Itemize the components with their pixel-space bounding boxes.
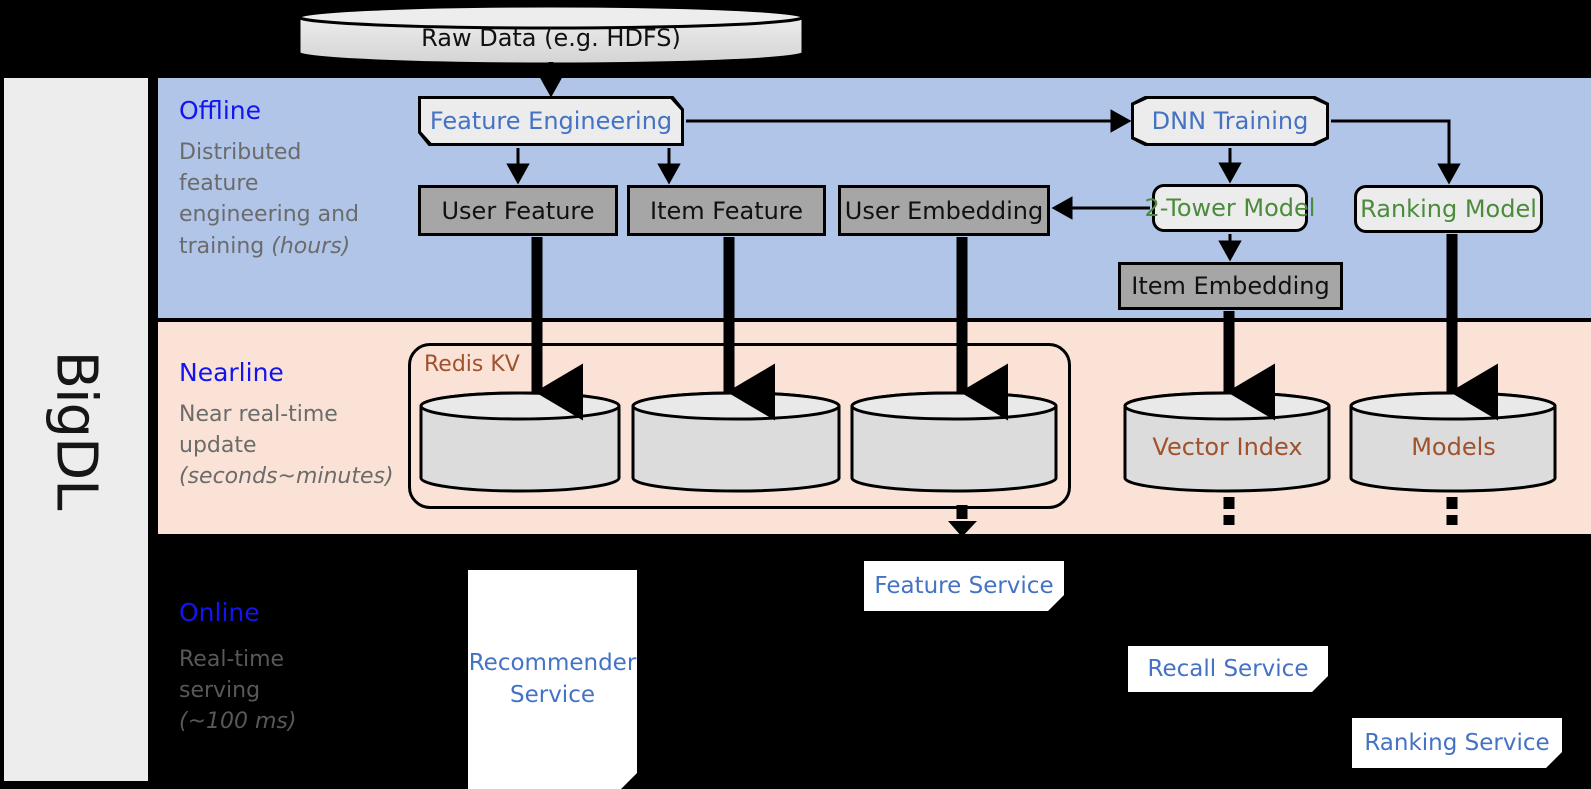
- band-title-nearline: Nearline: [179, 358, 284, 387]
- nearline-desc-l2: update: [179, 433, 257, 459]
- recommender-service-label: Recommender Service: [468, 650, 637, 708]
- offline-desc-l4: training: [179, 233, 272, 259]
- online-desc-italic: (~100 ms): [179, 709, 297, 735]
- bigdl-platform-rail: BigDL: [4, 78, 148, 781]
- raw-data-cylinder: [296, 4, 806, 66]
- dnn-training-label: DNN Training: [1134, 99, 1326, 143]
- item-embedding-node[interactable]: Item Embedding: [1118, 262, 1343, 310]
- recall-service-label: Recall Service: [1147, 656, 1309, 682]
- two-tower-model-node[interactable]: 2-Tower Model: [1145, 184, 1315, 232]
- feature-engineering-label: Feature Engineering: [421, 99, 681, 143]
- raw-data-label: Raw Data (e.g. HDFS): [421, 24, 681, 52]
- ranking-model-label: Ranking Model: [1360, 195, 1537, 223]
- item-feature-node[interactable]: Item Feature: [627, 185, 826, 236]
- models-label: Models: [1411, 433, 1496, 461]
- offline-desc-l1: Distributed: [179, 140, 302, 165]
- user-embedding-node[interactable]: User Embedding: [838, 185, 1050, 236]
- online-desc-l1: Real-time: [179, 647, 285, 672]
- feature-service-label: Feature Service: [874, 573, 1054, 599]
- vector-index-label: Vector Index: [1152, 433, 1303, 461]
- ranking-service-label: Ranking Service: [1364, 730, 1550, 756]
- band-title-offline: Offline: [179, 96, 262, 125]
- item-feature-label: Item Feature: [650, 196, 803, 225]
- band-title-online: Online: [179, 598, 260, 627]
- dnn-training-node[interactable]: DNN Training: [1131, 96, 1329, 146]
- redis-kv-container: [408, 343, 1071, 509]
- band-desc-nearline: Near real-time update (seconds~minutes): [179, 399, 409, 493]
- redis-kv-label: Redis KV: [424, 352, 520, 377]
- online-desc-l2: serving: [179, 678, 261, 704]
- offline-desc-l3: engineering and: [179, 202, 360, 228]
- offline-desc-l2: feature: [179, 171, 259, 197]
- ranking-service-node[interactable]: Ranking Service: [1352, 718, 1562, 768]
- bigdl-label: BigDL: [43, 350, 109, 509]
- models-cylinder[interactable]: Models: [1348, 390, 1559, 494]
- recommender-service-node[interactable]: Recommender Service: [468, 570, 637, 789]
- user-embedding-label: User Embedding: [844, 196, 1044, 225]
- user-feature-label: User Feature: [441, 196, 595, 225]
- ranking-model-node[interactable]: Ranking Model: [1354, 185, 1543, 233]
- user-feature-node[interactable]: User Feature: [418, 185, 618, 236]
- user-feature-store-cylinder[interactable]: [418, 390, 622, 494]
- vector-index-cylinder[interactable]: Vector Index: [1122, 390, 1333, 494]
- feature-engineering-node[interactable]: Feature Engineering: [418, 96, 684, 146]
- feature-service-node[interactable]: Feature Service: [864, 561, 1064, 611]
- band-desc-offline: Distributed feature engineering and trai…: [179, 137, 389, 262]
- item-feature-store-cylinder[interactable]: [630, 390, 842, 494]
- band-desc-online: Real-time serving (~100 ms): [179, 644, 389, 738]
- user-embedding-store-cylinder[interactable]: [849, 390, 1060, 494]
- two-tower-model-label: 2-Tower Model: [1144, 194, 1316, 222]
- nearline-desc-italic: (seconds~minutes): [179, 464, 394, 490]
- item-embedding-label: Item Embedding: [1131, 272, 1330, 300]
- nearline-desc-l1: Near real-time: [179, 402, 338, 427]
- offline-desc-italic: (hours): [271, 233, 351, 259]
- recall-service-node[interactable]: Recall Service: [1128, 646, 1328, 692]
